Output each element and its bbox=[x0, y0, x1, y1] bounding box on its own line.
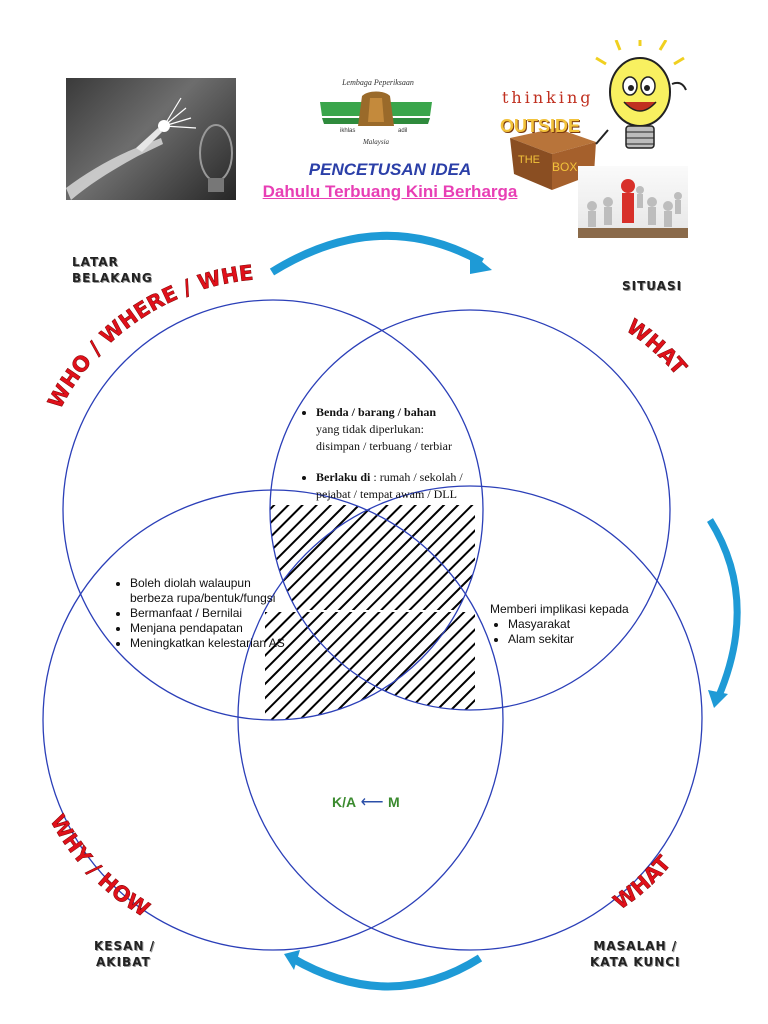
center-label-ka: K/A bbox=[332, 794, 357, 810]
arc-label-who-where-when: WHO / WHERE / WHEN bbox=[0, 0, 255, 412]
arc-label-why-how: WHY / HOW bbox=[45, 811, 153, 922]
effect-item-text: Boleh diolah walaupun bbox=[130, 576, 251, 590]
situation-item-location: Berlaku di : rumah / sekolah / pejabat /… bbox=[316, 469, 490, 503]
corner-label-line: MASALAH / bbox=[593, 939, 678, 953]
arc-label-text: WHY / HOW bbox=[45, 810, 154, 922]
effect-item-text: Menjana pendapatan bbox=[130, 621, 243, 635]
implication-note: Memberi implikasi kepada Masyarakat Alam… bbox=[490, 602, 650, 647]
corner-label-line: LATAR bbox=[72, 255, 119, 269]
center-label: K/A ⟵ M bbox=[332, 792, 400, 812]
outside-word: OUTSIDE bbox=[500, 116, 581, 136]
effect-item: Meningkatkan kelestarian AS bbox=[130, 636, 302, 651]
implication-item-text: Alam sekitar bbox=[508, 632, 575, 646]
effect-note: Boleh diolah walaupun berbeza rupa/bentu… bbox=[112, 576, 302, 651]
arc-label-text: WHO / WHERE / WHEN bbox=[0, 0, 255, 413]
box-word: BOX bbox=[552, 160, 578, 174]
corner-label-situasi: SITUASI bbox=[622, 279, 683, 293]
spark-photo bbox=[66, 78, 236, 200]
logo-top-text: Lembaga Peperiksaan bbox=[342, 78, 414, 87]
corner-label-masalah-kata-kunci: MASALAH / KATA KUNCI bbox=[590, 938, 681, 970]
the-word: THE bbox=[518, 154, 540, 166]
situation-note: Benda / barang / bahan yang tidak diperl… bbox=[300, 404, 490, 503]
situation-item-items-rest: yang tidak diperlukan: bbox=[316, 422, 424, 436]
venn-circle-bottom-right bbox=[237, 485, 703, 951]
page-subtitle: Dahulu Terbuang Kini Berharga bbox=[262, 182, 518, 201]
center-label-m: M bbox=[387, 794, 400, 810]
arc-label-what-bottom: WHAT bbox=[609, 851, 676, 915]
corner-label-latar-belakang: LATAR BELAKANG bbox=[72, 254, 153, 286]
arc-label-text: WHAT bbox=[609, 850, 677, 914]
cycle-arrow-bottom bbox=[284, 950, 483, 991]
hatch-top-right-region bbox=[365, 505, 475, 610]
cycle-arrow-top bbox=[269, 231, 492, 276]
corner-label-line: KESAN / bbox=[94, 939, 156, 953]
thinking-outside-box-graphic: thinking OUTSIDE THE BOX bbox=[496, 80, 606, 190]
effect-item: Menjana pendapatan bbox=[130, 621, 302, 636]
lpm-logo: Lembaga Peperiksaan ikhlas adil Malaysia bbox=[310, 72, 442, 154]
effect-item-text: Bermanfaat / Bernilai bbox=[130, 606, 243, 620]
lightbulb-cartoon-icon bbox=[590, 36, 690, 160]
effect-item: Bermanfaat / Bernilai bbox=[130, 606, 302, 621]
page-title: PENCETUSAN IDEA bbox=[308, 160, 472, 179]
effect-item-text: Meningkatkan kelestarian AS bbox=[130, 636, 285, 650]
left-arrow-icon: ⟵ bbox=[360, 794, 384, 811]
venn-circle-bottom-left bbox=[42, 489, 504, 951]
effect-item-text: berbeza rupa/bentuk/fungsi bbox=[130, 591, 276, 605]
corner-label-line: AKIBAT bbox=[96, 955, 151, 969]
corner-label-line: KATA KUNCI bbox=[590, 955, 681, 969]
standing-out-figures-image bbox=[578, 166, 688, 238]
implication-item: Masyarakat bbox=[508, 617, 650, 632]
arc-label-text: WHAT bbox=[622, 314, 692, 380]
logo-right-word: adil bbox=[398, 128, 408, 134]
situation-item-location-rest: : rumah / sekolah / bbox=[373, 470, 463, 484]
implication-item: Alam sekitar bbox=[508, 632, 650, 647]
logo-left-word: ikhlas bbox=[340, 128, 356, 134]
effect-item: Boleh diolah walaupun berbeza rupa/bentu… bbox=[130, 576, 302, 606]
situation-item-items-bold: Benda / barang / bahan bbox=[316, 405, 437, 419]
arc-label-what-top: WHAT bbox=[622, 314, 691, 380]
logo-bottom-text: Malaysia bbox=[362, 138, 390, 146]
cycle-arrow-right bbox=[707, 518, 741, 708]
venn-circle-top-left bbox=[62, 299, 484, 721]
thinking-word: thinking bbox=[502, 88, 594, 107]
corner-label-kesan-akibat: KESAN / AKIBAT bbox=[94, 938, 155, 970]
hatch-bottom-right-region bbox=[365, 612, 475, 710]
corner-label-line: BELAKANG bbox=[72, 271, 153, 285]
situation-item-location-bold: Berlaku di bbox=[316, 470, 371, 484]
situation-item-items: Benda / barang / bahan yang tidak diperl… bbox=[316, 404, 490, 455]
venn-circle-top-right bbox=[269, 309, 671, 711]
situation-item-items-line2: disimpan / terbuang / terbiar bbox=[316, 439, 452, 453]
implication-item-text: Masyarakat bbox=[508, 617, 571, 631]
implication-intro: Memberi implikasi kepada bbox=[490, 602, 629, 616]
situation-item-location-line2: pejabat / tempat awam / DLL bbox=[316, 487, 457, 501]
